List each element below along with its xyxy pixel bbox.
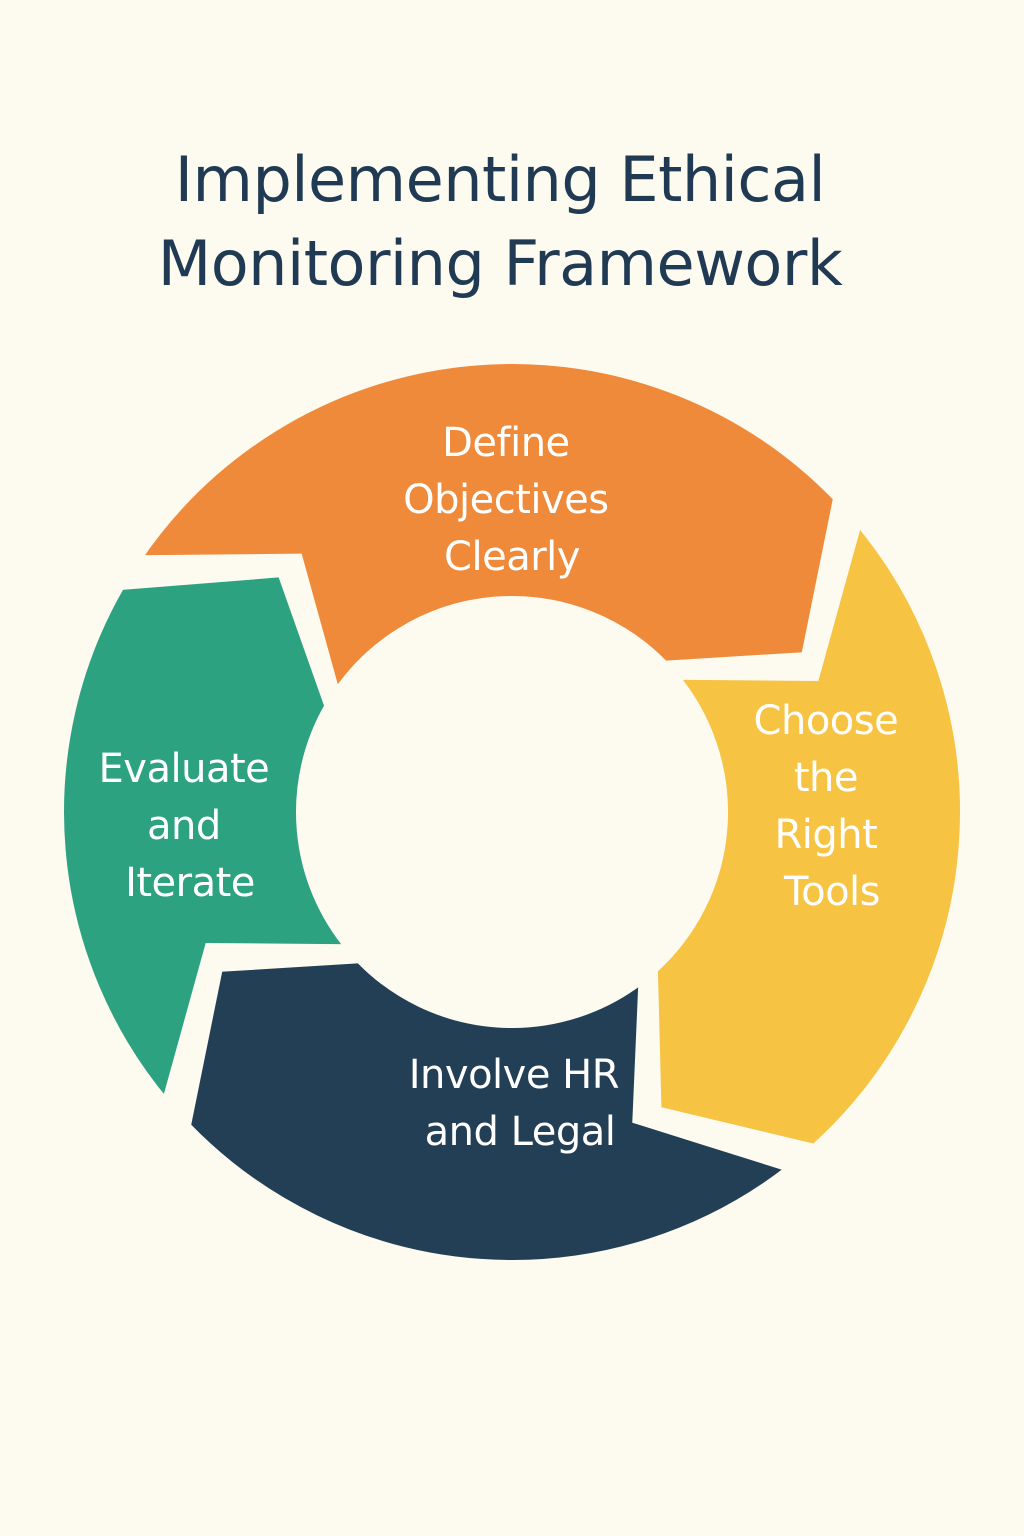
label-line: Tools (783, 869, 880, 915)
label-line: Iterate (125, 860, 255, 906)
label-line: Right (774, 812, 877, 858)
label-line: Objectives (403, 477, 609, 523)
segment-evaluate-iterate: Evaluate and Iterate (56, 568, 359, 1111)
title-line-2: Monitoring Framework (157, 227, 843, 300)
label-line: Choose (754, 698, 899, 744)
segment-choose-tools: Choose the Right Tools (649, 513, 968, 1153)
label-line: and Legal (425, 1109, 616, 1155)
label-line: Clearly (444, 534, 580, 580)
segment-shape-choose-tools (649, 513, 968, 1153)
segment-involve-hr-legal: Involve HR and Legal (182, 955, 799, 1268)
segment-shape-evaluate-iterate (56, 568, 359, 1111)
label-line: Define (442, 420, 570, 466)
title-line-1: Implementing Ethical (174, 143, 826, 216)
label-line: Involve HR (409, 1052, 619, 1098)
diagram-title: Implementing Ethical Monitoring Framewor… (0, 138, 1000, 306)
segment-label-choose-tools: Choose the Right Tools (754, 698, 911, 915)
label-line: the (794, 755, 858, 801)
label-line: Evaluate (99, 746, 270, 792)
segment-shape-involve-hr-legal (182, 955, 799, 1268)
segment-shape-define-objectives (129, 356, 842, 703)
segment-label-involve-hr-legal: Involve HR and Legal (409, 1052, 632, 1155)
segment-define-objectives: Define Objectives Clearly (129, 356, 842, 703)
label-line: and (147, 803, 221, 849)
segment-label-define-objectives: Define Objectives Clearly (403, 420, 621, 580)
segment-label-evaluate-iterate: Evaluate and Iterate (99, 746, 282, 906)
